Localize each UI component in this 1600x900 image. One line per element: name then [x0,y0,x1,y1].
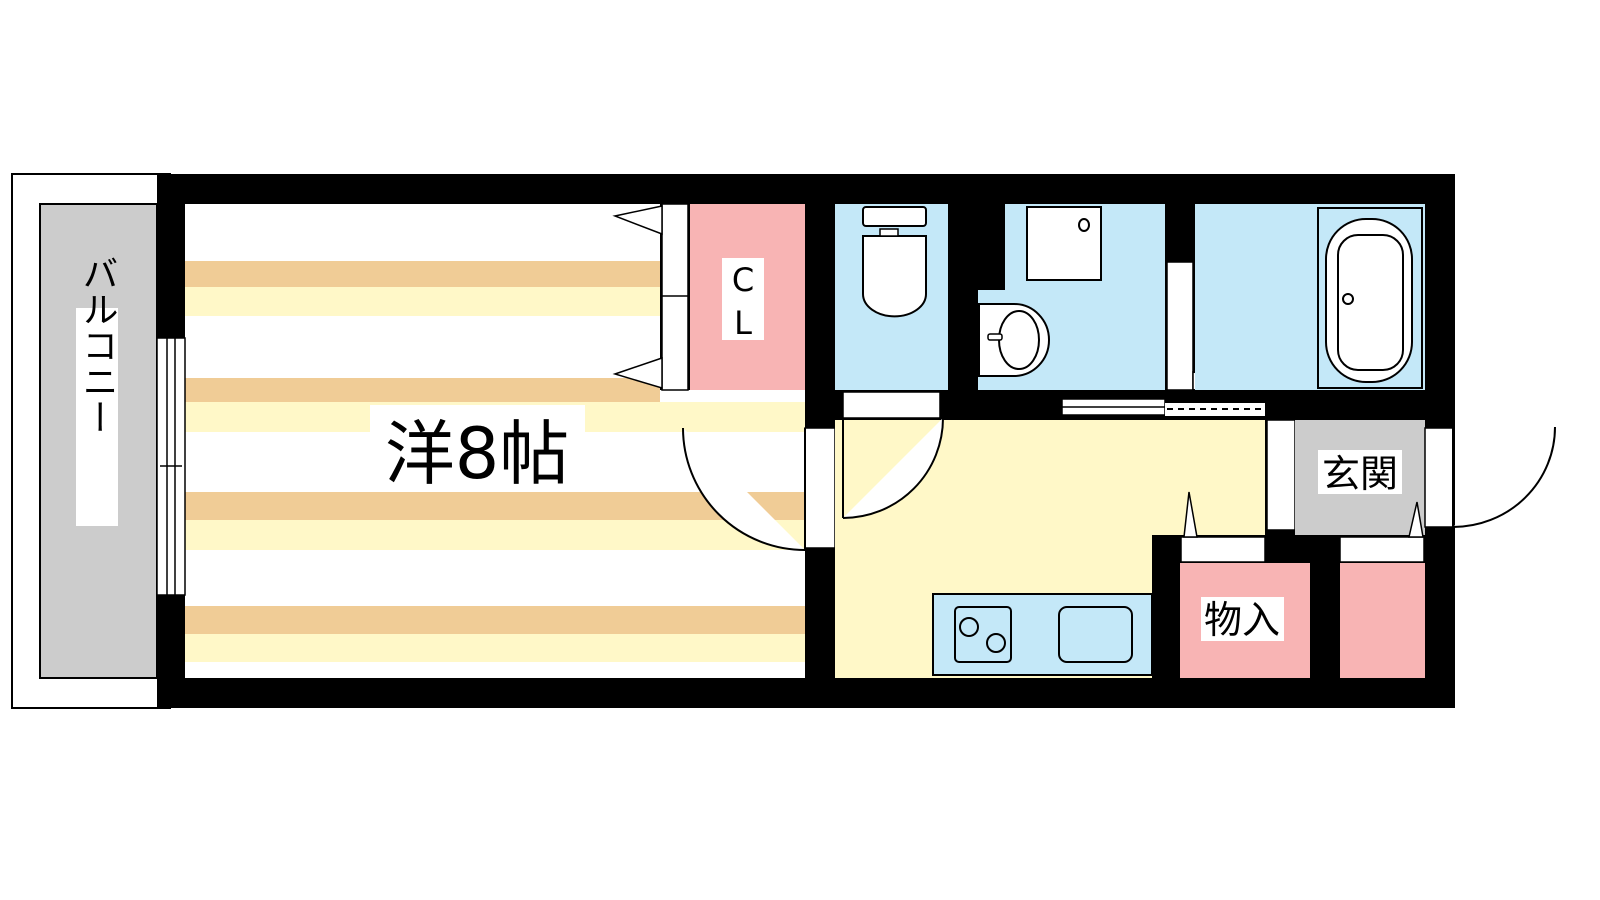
room-label-bg [370,405,585,490]
storage-2-door[interactable] [1339,501,1425,563]
room-door[interactable] [682,427,836,551]
washroom-sliding-door[interactable] [1061,398,1265,416]
closet-label-c: C [732,261,754,299]
closet-folding-door[interactable] [612,203,689,391]
washing-machine-icon [1026,206,1102,281]
entrance-label: 玄関 [1322,452,1398,496]
storage-2 [1340,563,1425,678]
entrance-door[interactable] [1424,426,1556,528]
closet-label-l: L [734,304,752,342]
toilet-icon [862,206,927,318]
balcony-label-bg [76,308,118,526]
entrance-label-bg [1318,450,1402,494]
floor-stripes [185,261,805,662]
stove-icon [954,606,1012,663]
storage-door[interactable] [1180,491,1266,563]
bath-door[interactable] [1166,261,1194,391]
sink-icon [1058,606,1133,663]
western-room-label: 洋8帖 [385,413,570,495]
balcony-label: バルコニー [77,255,118,435]
storage-label-bg [1201,597,1284,641]
kitchen-counter [932,593,1153,676]
closet-label-bg [722,258,764,340]
toilet-door[interactable] [842,391,944,519]
shoe-cabinet [1266,419,1296,531]
storage-label: 物入 [1204,598,1280,642]
wash-basin-icon [978,303,1050,377]
balcony-window [156,337,186,596]
bathtub-icon [1317,207,1423,389]
